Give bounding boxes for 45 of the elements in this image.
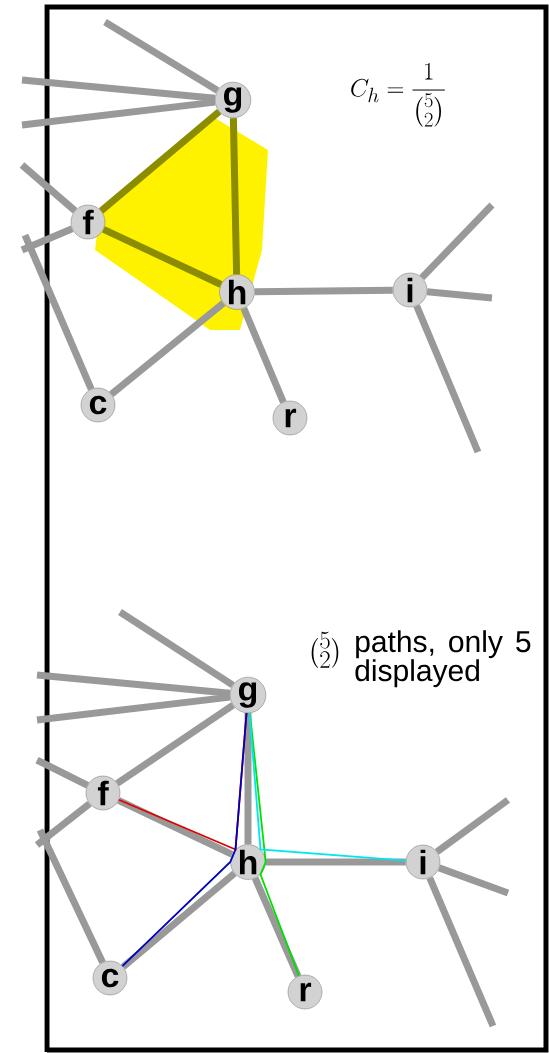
graph-edge bbox=[244, 713, 252, 845]
graph-edge bbox=[115, 702, 235, 787]
graph-edge bbox=[103, 19, 220, 94]
graph-edge bbox=[437, 864, 510, 897]
graph-edge bbox=[240, 306, 287, 404]
graph-edge bbox=[102, 226, 223, 288]
graph-node: h bbox=[230, 844, 266, 880]
graph-edge bbox=[426, 876, 497, 1028]
graph-edge bbox=[36, 828, 106, 964]
graph-node: c bbox=[80, 387, 116, 423]
path-line bbox=[248, 712, 407, 862]
graph-node: g bbox=[229, 676, 267, 714]
path-line bbox=[249, 712, 300, 977]
graph-node: i bbox=[392, 272, 428, 308]
graph-edge bbox=[21, 98, 216, 129]
path-line bbox=[121, 712, 248, 967]
graph-edge bbox=[251, 876, 302, 978]
graph-node: i bbox=[405, 844, 441, 880]
graph-edge bbox=[109, 300, 226, 397]
graph-node: c bbox=[92, 960, 128, 996]
graph-edge bbox=[98, 108, 222, 214]
graph-node: r bbox=[272, 400, 308, 436]
graph-edge bbox=[413, 304, 482, 454]
graph-node: r bbox=[287, 974, 323, 1010]
graph-edge bbox=[118, 609, 235, 689]
formula: $\binom{5}{2}$ bbox=[311, 631, 339, 668]
graph-edge bbox=[434, 797, 511, 855]
graph-edge bbox=[35, 756, 90, 789]
graph-edge bbox=[117, 797, 234, 858]
graph-edge bbox=[419, 202, 495, 281]
caption-text: paths, only 5 displayed bbox=[355, 630, 531, 688]
graph-node: h bbox=[219, 274, 255, 310]
graph-node: g bbox=[214, 81, 252, 119]
graph-edge bbox=[34, 800, 92, 848]
graph-edge bbox=[20, 225, 74, 254]
graph-edge bbox=[21, 76, 216, 102]
graph-edge bbox=[36, 671, 231, 697]
formula: $C_h = \frac{1}{\binom{5}{2}}$ bbox=[351, 63, 445, 127]
graph-edge bbox=[120, 870, 237, 970]
graph-edge bbox=[36, 693, 231, 724]
graph-edge bbox=[19, 162, 78, 214]
graph-edge bbox=[21, 233, 95, 391]
graph-node: f bbox=[85, 775, 121, 811]
graph-edge bbox=[426, 288, 493, 302]
graph-node: f bbox=[70, 204, 106, 240]
